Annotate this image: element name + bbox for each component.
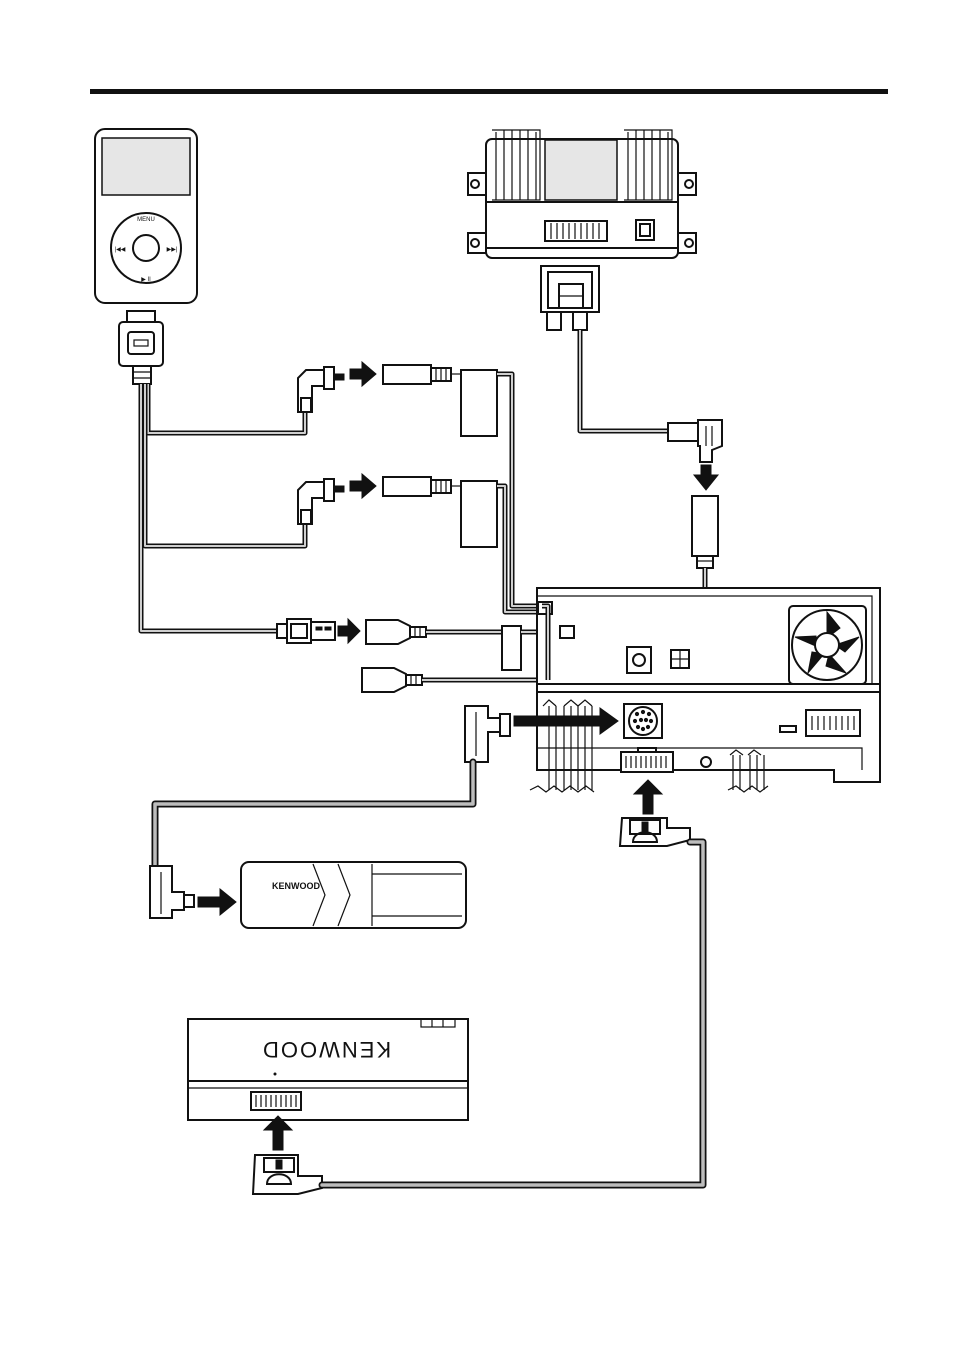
head-unit-bus-plug	[620, 818, 690, 846]
interface-adapter-box	[468, 130, 696, 258]
usb-extension-cable-1	[366, 620, 426, 644]
interface-harness-plug	[541, 266, 599, 330]
hd-unit-bus-plug	[253, 1155, 322, 1194]
hd-tuner-unit: KENWOOD	[188, 1019, 468, 1120]
arrow-hd-unit-connect	[264, 1116, 292, 1150]
ipod-device: MENU |◀◀ ▶▶| ▶ II	[95, 129, 197, 303]
system-bus-port	[621, 748, 673, 772]
hd-unit-brand: KENWOOD	[261, 1037, 391, 1062]
cooling-fan	[789, 606, 866, 684]
arrow-bus-connect	[634, 780, 662, 814]
video-mini-jack	[383, 477, 451, 496]
arrow-video-connect	[350, 474, 376, 498]
cd-changer-unit: KENWOOD	[241, 862, 466, 928]
audio-mini-plug	[298, 367, 344, 412]
cd-changer-din-plug	[150, 866, 194, 918]
interface-inline-connector	[692, 496, 718, 568]
usb-cable-clamp	[502, 626, 521, 670]
header-rule	[90, 89, 888, 94]
arrow-interface-connect	[694, 465, 718, 490]
ipod-video-cable	[145, 384, 305, 546]
ipod-dock-connector	[119, 311, 163, 384]
ipod-next-label: ▶▶|	[167, 247, 178, 253]
interface-right-angle-plug	[668, 420, 722, 462]
usb-extension-cable-2	[362, 668, 422, 692]
arrow-cd-changer-connect	[198, 889, 236, 915]
video-mini-plug	[298, 479, 344, 524]
ipod-usb-cable	[141, 384, 277, 631]
video-cable-clamp	[461, 481, 497, 547]
cd-changer-brand: KENWOOD	[272, 881, 320, 891]
ipod-prev-label: |◀◀	[115, 247, 126, 253]
usb-plug	[277, 619, 335, 643]
head-unit-rear	[530, 588, 880, 792]
interface-cable	[580, 330, 668, 431]
arrow-usb-connect	[338, 619, 360, 643]
ipod-audio-cable	[148, 384, 305, 433]
audio-cable-clamp	[461, 370, 497, 436]
audio-mini-jack	[383, 365, 451, 384]
ipod-play-label: ▶ II	[141, 277, 151, 283]
ipod-menu-label: MENU	[137, 217, 155, 223]
cd-changer-cable	[155, 762, 473, 868]
arrow-audio-connect	[350, 362, 376, 386]
din-port	[624, 704, 662, 738]
din-plug	[465, 706, 510, 762]
antenna-jack	[627, 647, 651, 673]
